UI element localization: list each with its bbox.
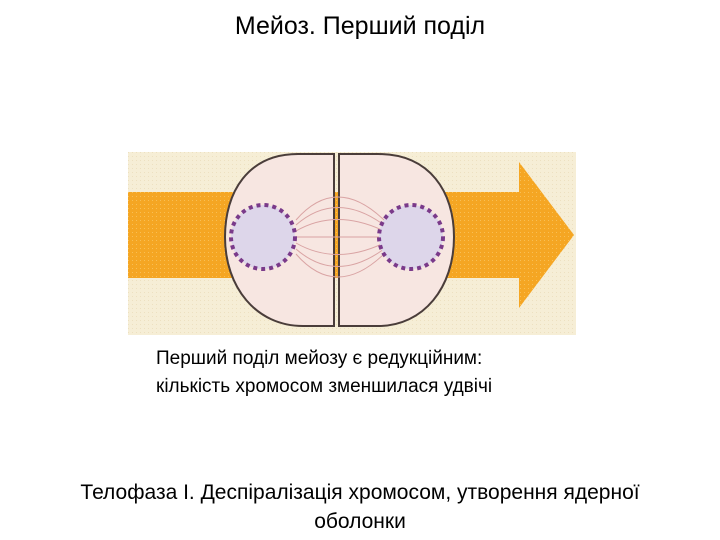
telophase-diagram	[128, 152, 576, 335]
slide-footer-text: Телофаза І. Деспіралізація хромосом, утв…	[20, 478, 700, 536]
slide-title: Мейоз. Перший поділ	[0, 8, 720, 44]
footer-line-1: Телофаза І. Деспіралізація хромосом, утв…	[20, 478, 700, 507]
caption-line-2: кількість хромосом зменшилася удвічі	[156, 373, 596, 401]
telophase-illustration	[128, 152, 576, 335]
right-nucleus	[379, 205, 443, 269]
footer-line-2: оболонки	[20, 507, 700, 536]
left-nucleus	[231, 205, 295, 269]
caption-line-1: Перший поділ мейозу є редукційним:	[156, 345, 596, 373]
diagram-caption: Перший поділ мейозу є редукційним: кільк…	[156, 345, 596, 401]
